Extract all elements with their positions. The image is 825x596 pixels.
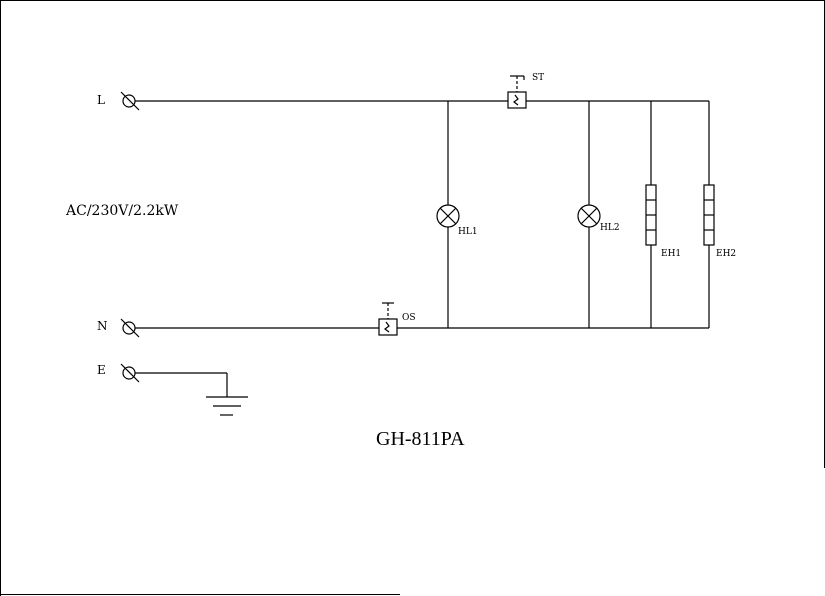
rating-label: AC/230V/2.2kW (65, 203, 179, 219)
ground-icon (206, 396, 248, 416)
earth-wire (135, 372, 228, 397)
heater-eh2-icon (703, 184, 715, 246)
thermostat-st-label: ST (532, 73, 544, 83)
heater-eh1-label: EH1 (661, 249, 681, 259)
lamp-hl1-icon (436, 204, 460, 228)
terminal-e-label: E (97, 363, 106, 377)
heater-eh2-label: EH2 (716, 249, 736, 259)
model-title: GH-811PA (376, 428, 465, 450)
lamp-hl2-icon (577, 204, 601, 228)
heater-eh1-icon (645, 184, 657, 246)
lamp-hl2-label: HL2 (600, 223, 620, 233)
safety-cutout-os-symbol (378, 302, 398, 336)
thermostat-st-symbol (507, 75, 527, 109)
terminal-n-label: N (97, 319, 108, 333)
terminal-l-label: L (97, 93, 105, 107)
lamp-hl1-label: HL1 (458, 227, 478, 237)
safety-cutout-os-label: OS (402, 313, 416, 323)
